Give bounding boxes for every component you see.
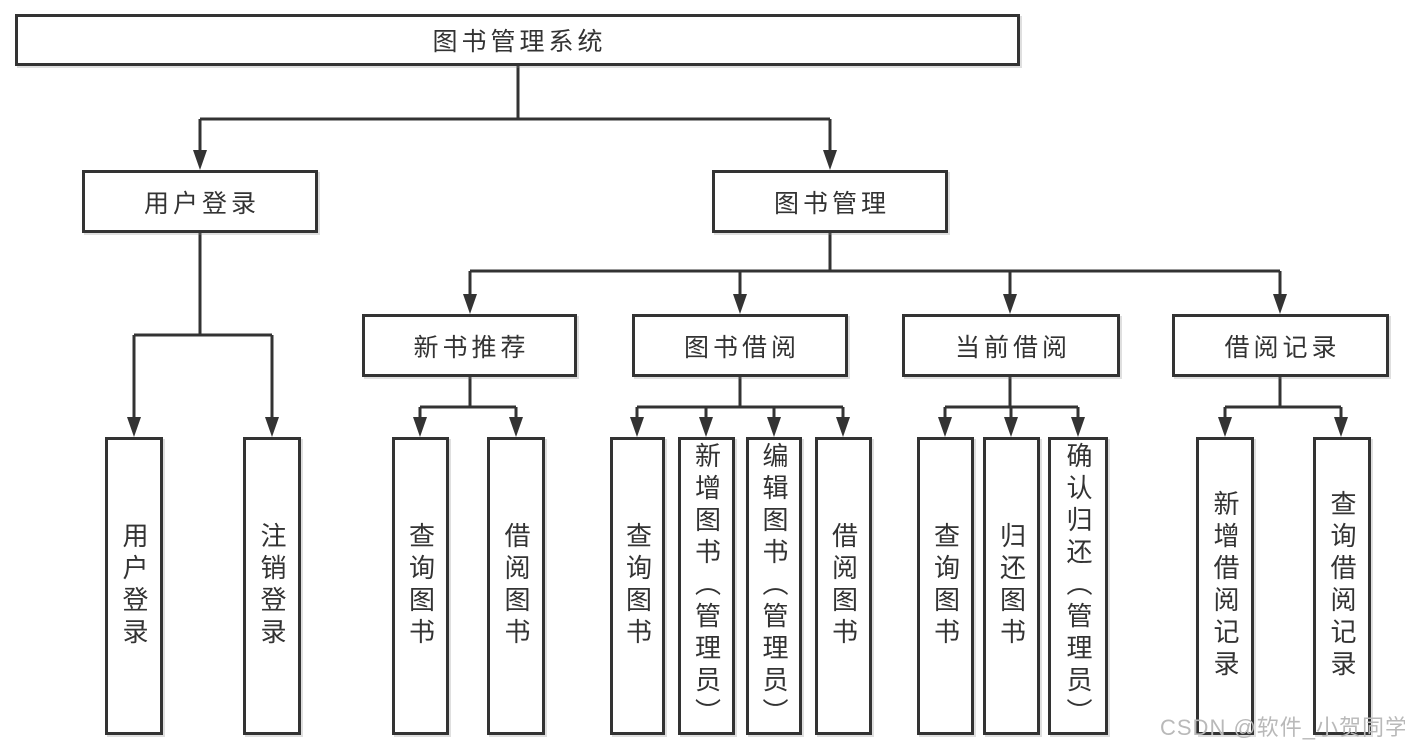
- node-label: 新增图书（管理员）: [691, 442, 722, 730]
- node-label: 新增借阅记录: [1210, 490, 1240, 682]
- node-label: 用户登录: [143, 189, 260, 218]
- node-label: 注销登录: [257, 522, 287, 650]
- node-label: 编辑图书（管理员）: [759, 442, 789, 730]
- node-borrowing-records: 借阅记录: [1172, 314, 1389, 377]
- leaf-user-login: 用户登录: [105, 437, 163, 735]
- leaf-query-books-under-recommendation: 查询图书: [392, 437, 449, 735]
- node-current-borrowing: 当前借阅: [902, 314, 1120, 377]
- node-book-management-branch: 图书管理: [712, 170, 948, 233]
- csdn-watermark: CSDN @软件_小贺同学: [1160, 715, 1405, 740]
- node-library-management-system: 图书管理系统: [15, 14, 1020, 66]
- leaf-borrow-books-under-borrowing: 借阅图书: [815, 437, 872, 735]
- node-label: 借阅记录: [1224, 333, 1341, 362]
- node-label: 借阅图书: [828, 522, 859, 650]
- node-label: 查询借阅记录: [1327, 490, 1357, 682]
- leaf-return-books: 归还图书: [983, 437, 1040, 735]
- node-label: 查询图书: [622, 522, 653, 650]
- node-label: 确认归还（管理员）: [1063, 442, 1093, 730]
- node-label: 查询图书: [405, 522, 436, 650]
- arrowhead-icons: [127, 150, 1348, 437]
- node-label: 查询图书: [930, 522, 961, 650]
- node-label: 图书管理: [773, 189, 890, 218]
- node-user-login-branch: 用户登录: [82, 170, 318, 233]
- leaf-query-books-under-borrowing: 查询图书: [610, 437, 665, 735]
- node-new-book-recommendation: 新书推荐: [362, 314, 577, 377]
- node-label: 借阅图书: [501, 522, 531, 650]
- node-label: 归还图书: [996, 522, 1027, 650]
- node-label: 当前借阅: [954, 333, 1071, 362]
- leaf-add-borrow-record: 新增借阅记录: [1196, 437, 1254, 735]
- node-label: 图书借阅: [683, 333, 800, 362]
- leaf-query-borrow-record: 查询借阅记录: [1313, 437, 1371, 735]
- node-book-borrowing: 图书借阅: [632, 314, 848, 377]
- leaf-query-books-under-current: 查询图书: [917, 437, 974, 735]
- leaf-edit-books-admin: 编辑图书（管理员）: [746, 437, 802, 735]
- leaf-borrow-books-under-recommendation: 借阅图书: [487, 437, 545, 735]
- node-label: 图书管理系统: [432, 28, 607, 56]
- leaf-add-books-admin: 新增图书（管理员）: [678, 437, 735, 735]
- node-label: 用户登录: [119, 522, 149, 650]
- leaf-confirm-return-admin: 确认归还（管理员）: [1048, 437, 1108, 735]
- node-label: 新书推荐: [413, 333, 530, 362]
- leaf-logout: 注销登录: [243, 437, 301, 735]
